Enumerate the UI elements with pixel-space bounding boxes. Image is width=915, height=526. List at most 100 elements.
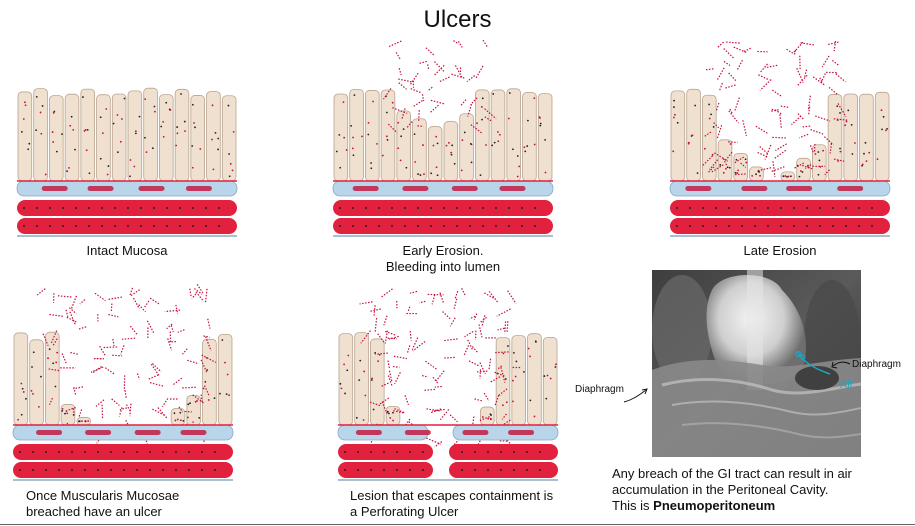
debris-fragment [772, 89, 783, 98]
cell-dot [186, 416, 189, 419]
villus [506, 88, 521, 182]
muscle-nucleus [179, 225, 181, 227]
debris-fragment [70, 295, 78, 310]
muscle-nucleus [370, 451, 372, 453]
debris-fragment [70, 351, 79, 355]
debris-fragment [501, 413, 507, 420]
cell-dot [817, 151, 820, 153]
debris-fragment [704, 68, 714, 71]
cell-dot [180, 93, 182, 95]
debris-fragment [398, 78, 412, 83]
cell-dot [84, 420, 87, 423]
debris-fragment [432, 376, 439, 384]
cell-dot [133, 165, 136, 168]
cell-dot [710, 113, 712, 116]
debris-fragment [73, 387, 77, 396]
debris-fragment [404, 395, 410, 406]
cell-dot [507, 117, 510, 120]
debris-fragment [475, 65, 484, 80]
cell-dot [345, 149, 348, 151]
villus [111, 93, 127, 182]
debris-fragment [182, 386, 196, 389]
cell-dot [516, 175, 519, 178]
cell-dot [183, 120, 186, 123]
cell-dot [343, 136, 346, 139]
panel-early-erosion [328, 38, 558, 238]
debris-fragment [828, 86, 839, 96]
debris-fragment [494, 395, 500, 407]
debris-fragment [104, 367, 116, 376]
cell-dot [168, 108, 171, 111]
villus [96, 94, 111, 182]
debris-fragment [716, 67, 725, 81]
cell-dot [672, 150, 675, 153]
cell-dot [512, 352, 515, 354]
cell-dot [399, 159, 402, 162]
debris-fragment [723, 48, 735, 59]
cell-dot [101, 132, 104, 135]
debris-fragment [377, 333, 385, 343]
debris-fragment [394, 372, 401, 385]
cell-dot [676, 121, 679, 124]
cell-dot [880, 109, 883, 112]
cell-dot [507, 345, 509, 347]
cell-dot [790, 175, 792, 178]
debris-fragment [757, 167, 772, 172]
cell-dot [370, 162, 372, 164]
blood-vessel [180, 430, 207, 435]
debris-fragment [827, 41, 839, 46]
cell-dot [445, 144, 448, 147]
muscle-nucleus [383, 469, 385, 471]
muscle-nucleus [396, 451, 398, 453]
muscle-nucleus [858, 207, 860, 209]
muscle-nucleus [526, 469, 528, 471]
debris-fragment [718, 82, 724, 92]
debris-fragment [710, 164, 724, 174]
muscle-nucleus [339, 225, 341, 227]
blood-vessel [685, 186, 712, 191]
cell-dot [533, 143, 536, 146]
debris-fragment [50, 330, 58, 344]
villus [80, 88, 95, 182]
cell-dot [868, 151, 871, 154]
cell-dot [25, 397, 27, 400]
cell-dot [193, 122, 195, 124]
debris-fragment [126, 404, 132, 413]
cell-dot [339, 382, 342, 385]
muscle-nucleus [676, 225, 678, 227]
villus [206, 91, 221, 182]
villus [396, 110, 411, 182]
debris-fragment [728, 141, 738, 144]
villus [29, 339, 44, 426]
cell-dot [105, 108, 108, 110]
cell-dot [450, 153, 453, 156]
muscle-nucleus [357, 469, 359, 471]
cell-dot [144, 136, 146, 139]
debris-fragment [800, 42, 816, 46]
debris-fragment [802, 125, 811, 128]
muscle-nucleus [153, 225, 155, 227]
debris-fragment [478, 324, 483, 338]
cell-dot [355, 416, 358, 419]
muscle-nucleus [201, 451, 203, 453]
muscle-layer [338, 444, 433, 460]
debris-fragment [713, 122, 720, 129]
muscle-nucleus [123, 469, 125, 471]
cell-dot [385, 111, 388, 114]
debris-fragment [129, 325, 138, 335]
debris-fragment [779, 114, 783, 130]
villus [49, 95, 64, 182]
cell-dot [191, 103, 194, 106]
debris-fragment [132, 297, 140, 310]
debris-fragment [833, 118, 849, 121]
debris-fragment [398, 68, 402, 76]
debris-fragment [182, 348, 188, 355]
blood-vessel [355, 430, 382, 435]
cell-dot [47, 357, 49, 360]
debris-fragment [421, 94, 425, 102]
debris-fragment [758, 74, 770, 81]
debris-fragment [453, 40, 459, 45]
cell-dot [342, 101, 345, 103]
cell-dot [527, 347, 530, 350]
cell-dot [99, 116, 102, 119]
